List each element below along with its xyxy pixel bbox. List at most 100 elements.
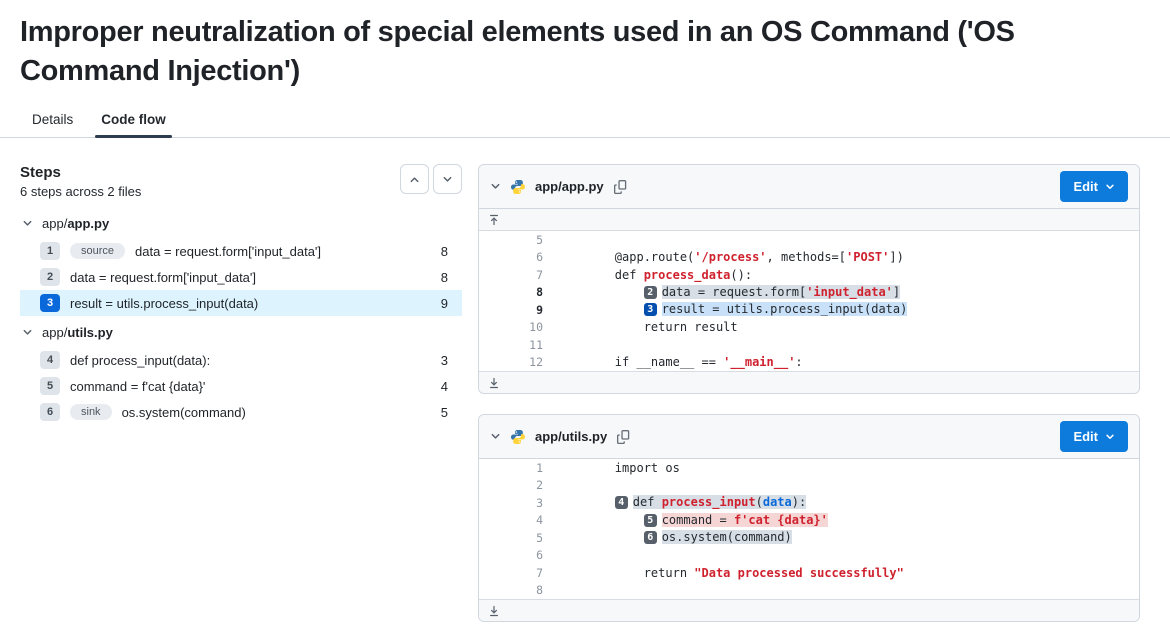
line-number: 4 [536,513,543,528]
code-line: 6 @app.route('/process', methods=['POST'… [479,249,1139,267]
step-number-badge: 2 [40,268,60,286]
page-title: Improper neutralization of special eleme… [20,16,1015,87]
step-row[interactable]: 3 result = utils.process_input(data) 9 [20,290,462,316]
code-text: @app.route('/process', methods=['POST']) [557,250,904,265]
copy-icon[interactable] [617,429,631,444]
step-row[interactable]: 4 def process_input(data): 3 [20,347,462,373]
file-name: app.py [67,216,110,231]
step-line-number: 8 [440,269,448,285]
file-path-label: app/app.py [42,216,109,231]
step-marker-badge: 2 [643,285,657,299]
line-number: 6 [536,250,543,265]
step-line-number: 3 [440,352,448,368]
line-number: 10 [529,320,543,335]
line-number: 2 [536,478,543,493]
chevron-down-icon [442,174,453,185]
code-line: 7 return "Data processed successfully" [479,564,1139,582]
steps-subheading: 6 steps across 2 files [20,184,142,199]
code-text: if __name__ == '__main__': [557,355,803,370]
line-number: 8 [536,285,543,300]
chevron-down-icon[interactable] [490,181,501,192]
expand-context-down-row[interactable] [479,371,1139,393]
copy-icon[interactable] [613,179,628,194]
line-number: 12 [529,355,543,370]
edit-button[interactable]: Edit [1060,171,1128,202]
expand-down-icon [488,605,500,617]
python-icon [510,429,526,445]
next-step-button[interactable] [433,164,462,194]
code-line: 10 return result [479,319,1139,337]
chevron-down-icon [22,218,33,229]
chevron-down-icon [22,327,33,338]
chevron-up-icon [409,174,420,185]
code-text: def process_data(): [557,267,753,282]
line-number: 9 [536,302,543,317]
code-file-header: app/utils.py Edit [479,415,1139,459]
step-tag-source: source [70,243,126,259]
alert-page: Improper neutralization of special eleme… [0,13,1170,633]
step-marker-badge: 3 [643,303,657,317]
step-line-number: 5 [440,404,448,420]
file-path: app/utils.py [535,429,608,444]
step-tag-sink: sink [70,404,112,420]
step-number-badge: 1 [40,242,60,260]
file-group-header[interactable]: app/utils.py [20,316,462,347]
code-line: 5 [479,231,1139,249]
chevron-down-icon [1105,432,1115,442]
code-line: 11 [479,336,1139,354]
line-number: 7 [536,565,543,580]
line-number: 5 [536,530,543,545]
line-number: 8 [536,583,543,598]
expand-up-icon [488,214,500,226]
code-text: return "Data processed successfully" [557,565,904,580]
steps-list: app/app.py 1 source data = request.form['in… [20,207,462,425]
code-viewer: 5 6 @app.route('/process', methods=['POST… [479,209,1139,393]
chevron-down-icon [1105,182,1115,192]
edit-button[interactable]: Edit [1060,421,1128,452]
step-line-number: 9 [440,295,448,311]
step-code-label: result = utils.process_input(data) [70,295,259,311]
step-code-label: command = f'cat {data}' [70,378,206,394]
tab-details[interactable]: Details [32,112,74,127]
edit-button-label: Edit [1073,429,1098,444]
step-code-label: data = request.form['input_data'] [70,269,256,285]
tab-code-flow[interactable]: Code flow [89,103,178,138]
step-marker-badge: 6 [643,531,657,545]
step-number-badge: 3 [40,294,60,312]
code-line: 6 [479,547,1139,565]
file-group-header[interactable]: app/app.py [20,207,462,238]
step-number-badge: 4 [40,351,60,369]
expand-context-down-row[interactable] [479,599,1139,621]
previous-step-button[interactable] [400,164,429,194]
step-row[interactable]: 2 data = request.form['input_data'] 8 [20,264,462,290]
code-line: 12 if __name__ == '__main__': [479,354,1139,372]
step-line-number: 8 [440,243,448,259]
line-number: 7 [536,267,543,282]
python-icon [510,179,526,195]
expand-context-up-row[interactable] [479,209,1139,231]
chevron-down-icon[interactable] [490,431,501,442]
step-code-label: def process_input(data): [70,352,211,368]
code-text: import os [557,460,680,475]
file-name: utils.py [67,325,113,340]
file-path-label: app/utils.py [42,325,113,340]
step-code-label: os.system(command) [121,404,246,420]
tab-bar: Details Code flow [20,103,1170,138]
line-number: 5 [536,232,543,247]
